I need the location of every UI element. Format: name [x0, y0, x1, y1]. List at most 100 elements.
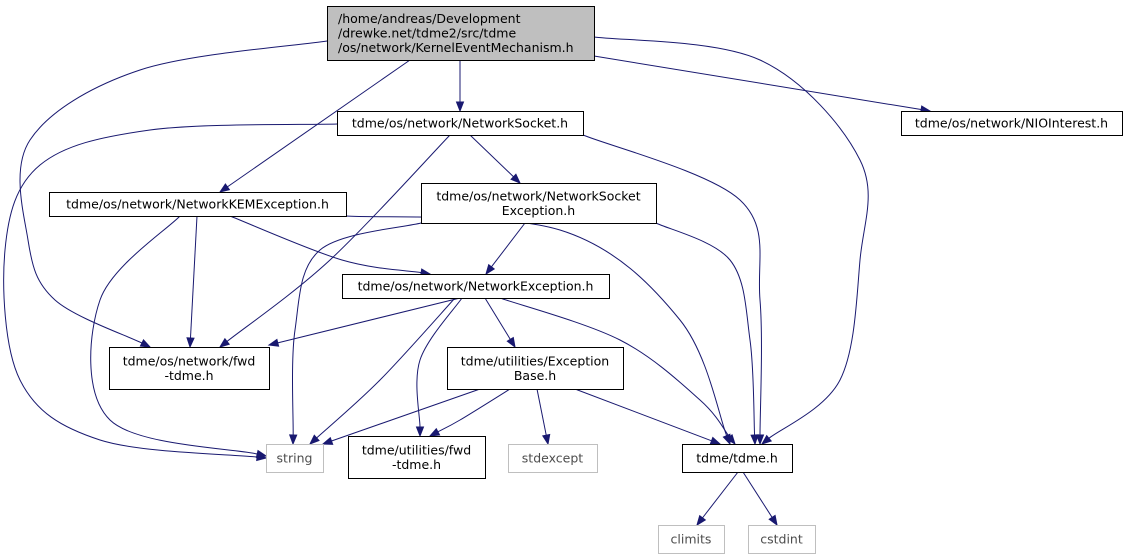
edge-line: [499, 297, 730, 438]
edge-kemexception-to-netfwd: [186, 215, 198, 349]
node-label-line: /os/network/KernelEventMechanism.h: [338, 40, 574, 55]
edge-line: [593, 36, 869, 439]
node-label-line: tdme/os/network/NetworkSocket: [436, 188, 640, 203]
node-kemexception[interactable]: tdme/os/network/NetworkKEMException.h: [49, 192, 347, 217]
edge-root-to-networksocket: [455, 60, 465, 113]
edge-line: [189, 215, 198, 339]
edges-layer: [3, 36, 932, 527]
node-networksocket[interactable]: tdme/os/network/NetworkSocket.h: [337, 111, 584, 136]
edge-line: [3, 123, 338, 458]
edge-networkexception-to-string: [308, 297, 456, 445]
node-label-line: tdme/os/network/NetworkException.h: [358, 279, 594, 294]
arrowhead-icon: [510, 173, 521, 184]
edge-line: [491, 222, 526, 268]
nodes-layer: /home/andreas/Development/drewke.net/tdm…: [49, 6, 1123, 554]
arrowhead-icon: [541, 433, 551, 446]
edge-networkexception-to-netfwd: [267, 297, 461, 347]
edge-line: [742, 471, 773, 518]
edge-root-to-niointerest: [593, 55, 932, 114]
edge-line: [19, 40, 328, 344]
node-box: [447, 347, 624, 390]
edge-networkexception-to-utilfwd: [415, 297, 463, 438]
arrowhead-icon: [255, 449, 268, 459]
edge-line: [229, 215, 422, 274]
edge-line: [331, 388, 481, 442]
edge-line: [277, 297, 461, 344]
arrowhead-icon: [428, 427, 441, 437]
edge-line: [345, 215, 728, 436]
edge-exceptionbase-to-string: [321, 388, 481, 445]
arrowhead-icon: [186, 337, 195, 349]
edge-line: [291, 222, 422, 436]
node-stdexcept: stdexcept: [508, 444, 598, 473]
arrowhead-icon: [218, 183, 231, 193]
node-label-line: tdme/tdme.h: [696, 451, 778, 466]
arrowhead-icon: [267, 338, 280, 347]
node-label-line: tdme/os/network/NetworkKEMException.h: [66, 197, 329, 212]
node-utilfwd[interactable]: tdme/utilities/fwd-tdme.h: [348, 436, 486, 479]
node-box: [49, 192, 347, 217]
node-box: [421, 183, 657, 224]
node-netfwd[interactable]: tdme/os/network/fwd-tdme.h: [109, 347, 270, 390]
node-label-line: Base.h: [514, 368, 556, 383]
edge-kemexception-to-string: [90, 215, 268, 459]
arrowhead-icon: [308, 434, 320, 445]
node-label-line: string: [277, 451, 313, 466]
arrowhead-icon: [760, 434, 773, 445]
node-box: [109, 347, 270, 390]
node-label-line: tdme/utilities/Exception: [461, 353, 609, 368]
arrowhead-icon: [768, 514, 778, 527]
edge-root-to-kemexception: [218, 59, 411, 193]
edge-socketexception-to-string: [288, 222, 422, 446]
node-tdmeh[interactable]: tdme/tdme.h: [682, 444, 793, 473]
edge-networksocket-to-tdmeh: [582, 134, 765, 446]
node-networkexception[interactable]: tdme/os/network/NetworkException.h: [342, 274, 610, 299]
arrowhead-icon: [696, 514, 707, 527]
node-string: string: [266, 444, 324, 473]
edge-line: [536, 388, 547, 436]
edge-line: [469, 134, 514, 178]
node-label-line: /home/andreas/Development: [338, 11, 521, 26]
node-niointerest[interactable]: tdme/os/network/NIOInterest.h: [901, 111, 1123, 136]
arrowhead-icon: [506, 336, 516, 349]
node-label-line: -tdme.h: [164, 368, 213, 383]
node-label-line: cstdint: [760, 532, 803, 547]
node-root[interactable]: /home/andreas/Development/drewke.net/tdm…: [327, 6, 595, 61]
edge-exceptionbase-to-utilfwd: [428, 388, 511, 437]
edge-line: [484, 297, 511, 340]
edge-line: [90, 215, 258, 455]
edge-root-to-tdmeh: [593, 36, 869, 445]
edge-kemexception-to-networkexception: [229, 215, 432, 277]
edge-line: [593, 55, 922, 111]
edge-tdmeh-to-climits: [696, 471, 739, 527]
edge-line: [416, 297, 463, 428]
node-label-line: tdme/os/network/fwd: [123, 353, 256, 368]
node-box: [327, 6, 595, 61]
edge-line: [574, 388, 712, 442]
node-box: [266, 444, 324, 473]
edge-networkexception-to-exceptionbase: [484, 297, 516, 349]
edge-networksocket-to-socketexception: [469, 134, 521, 184]
node-box: [682, 444, 793, 473]
node-box: [508, 444, 598, 473]
edge-root-to-netfwd: [19, 40, 328, 348]
arrowhead-icon: [415, 426, 425, 438]
node-box: [901, 111, 1123, 136]
node-box: [348, 436, 486, 479]
arrowhead-icon: [755, 434, 765, 446]
edge-networkexception-to-tdmeh: [499, 297, 736, 446]
node-label-line: tdme/os/network/NIOInterest.h: [915, 116, 1108, 131]
edge-networksocket-to-string: [3, 123, 338, 462]
arrowhead-icon: [288, 434, 298, 446]
edge-line: [655, 222, 756, 436]
node-label-line: /drewke.net/tdme2/src/tdme: [338, 26, 516, 41]
edge-exceptionbase-to-stdexcept: [536, 388, 551, 446]
arrowhead-icon: [750, 434, 759, 446]
edge-line: [437, 388, 511, 433]
edge-socketexception-to-networkexception: [485, 222, 526, 276]
arrowhead-icon: [139, 339, 152, 348]
arrowhead-icon: [485, 263, 496, 276]
